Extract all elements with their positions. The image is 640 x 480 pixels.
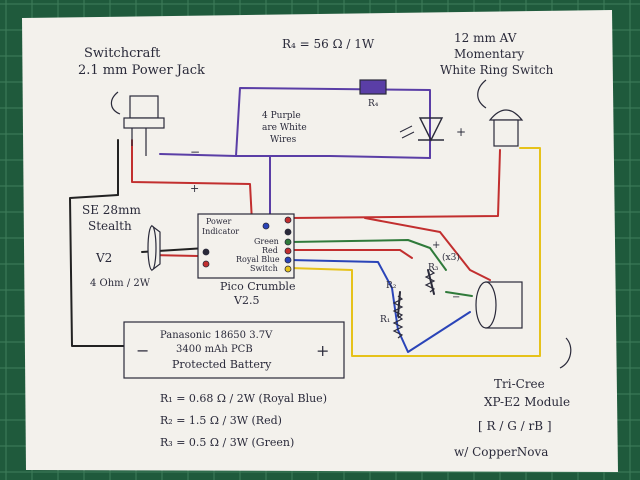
led-plus-label: +	[432, 240, 440, 251]
green-wire-led	[445, 291, 473, 297]
red-wire-led-plus	[364, 217, 491, 281]
r4-value-note: R₄ = 56 Ω / 1W	[282, 37, 375, 51]
switch-plus-label: +	[456, 125, 466, 139]
switch-arrow-icon	[477, 79, 487, 109]
battery-minus-label: −	[136, 341, 149, 360]
r4-resistor-icon	[359, 79, 387, 95]
pin-label-royal-blue: Royal Blue	[236, 255, 280, 264]
pin-label-switch: Switch	[250, 264, 278, 273]
jack-label-line2: 2.1 mm Power Jack	[78, 63, 205, 78]
battery-label-line3: Protected Battery	[172, 358, 272, 371]
driver-pin	[284, 256, 292, 264]
led-arrow-icon	[559, 337, 572, 369]
driver-pin	[284, 265, 292, 273]
driver-pin	[202, 248, 210, 256]
blue-wire	[289, 259, 471, 353]
driver-pin-row	[202, 216, 292, 273]
red-wire-jack	[131, 139, 253, 223]
led-module-label-line2: XP-E2 Module	[484, 395, 570, 409]
purple-wire-top	[159, 153, 431, 159]
speaker-label-line4: 4 Ohm / 2W	[90, 278, 151, 289]
switch-label-line1: 12 mm AV	[454, 31, 517, 45]
battery-label-line2: 3400 mAh PCB	[176, 344, 253, 355]
green-wire	[289, 239, 447, 271]
jack-plus-label: +	[190, 182, 199, 195]
pin-label-power: Power	[206, 217, 231, 226]
led-module-label-line1: Tri-Cree	[494, 377, 545, 391]
led-minus-label: −	[452, 292, 460, 303]
battery-label-line1: Panasonic 18650 3.7V	[160, 330, 273, 341]
jack-label-line1: Switchcraft	[84, 46, 161, 61]
battery-outline	[123, 321, 345, 379]
driver-pin	[284, 247, 292, 255]
pin-label-green: Green	[254, 237, 279, 246]
r1-spec: R₁ = 0.68 Ω / 2W (Royal Blue)	[160, 392, 327, 405]
speaker-label-line2: Stealth	[88, 219, 132, 233]
r4-label: R₄	[368, 99, 379, 109]
yellow-wire	[289, 147, 541, 357]
purple-note-line1: 4 Purple	[262, 111, 301, 121]
r1-label: R₁	[380, 315, 390, 325]
switch-label-line3: White Ring Switch	[440, 63, 554, 77]
jack-minus-label: −	[190, 145, 200, 159]
r3-label: R₃	[428, 263, 439, 273]
r2-resistor-icon	[392, 295, 404, 319]
speaker-icon	[147, 224, 161, 272]
driver-pin	[284, 216, 292, 224]
purple-note-line3: Wires	[270, 135, 297, 145]
x3-label: (x3)	[442, 252, 460, 263]
momentary-switch-icon	[488, 109, 524, 147]
led-module-icon	[475, 281, 523, 329]
purple-wire-loop	[235, 87, 431, 159]
battery-plus-label: +	[316, 341, 329, 360]
coppernova-label: w/ CopperNova	[454, 445, 548, 459]
r2-spec: R₂ = 1.5 Ω / 3W (Red)	[160, 414, 282, 427]
r2-label: R₂	[386, 281, 397, 291]
red-wire-led-red	[289, 249, 413, 259]
driver-pin	[262, 222, 270, 230]
indicator-led-icon	[399, 117, 444, 142]
black-wire-battery	[69, 194, 127, 347]
driver-name-line2: V2.5	[233, 294, 259, 307]
driver-pin	[284, 228, 292, 236]
rgb-label: [ R / G / rB ]	[478, 419, 552, 433]
red-wire-switch	[289, 149, 501, 219]
driver-board	[197, 213, 295, 279]
driver-pin	[202, 260, 210, 268]
pin-label-red: Red	[262, 246, 278, 255]
speaker-label-line1: SE 28mm	[82, 203, 141, 217]
switch-label-line2: Momentary	[454, 47, 524, 61]
purple-note-line2: are White	[262, 123, 307, 133]
pin-label-indicator: Indicator	[202, 227, 239, 236]
r1-resistor-icon	[392, 315, 404, 339]
driver-pin	[284, 238, 292, 246]
power-jack-icon	[123, 95, 165, 156]
r3-resistor-icon	[424, 269, 436, 293]
jack-arrow-icon	[110, 91, 121, 115]
speaker-label-line3: V2	[95, 251, 112, 265]
r3-spec: R₃ = 0.5 Ω / 3W (Green)	[160, 436, 294, 449]
driver-name-line1: Pico Crumble	[220, 280, 295, 293]
